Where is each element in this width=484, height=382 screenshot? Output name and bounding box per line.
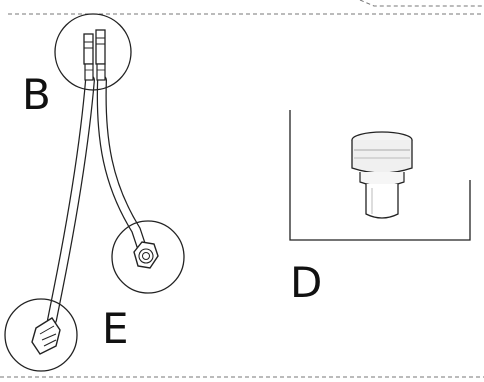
part-d-frame [289,110,471,241]
label-e: E [102,304,129,353]
callout-circle-right [111,220,185,294]
drain-plug [351,131,413,219]
hose-right [96,75,147,253]
connector-tips [83,29,106,81]
label-d: D [290,258,323,307]
hex-nut-left [31,317,61,355]
hose-left [47,75,95,325]
top-right-dashed-tab [359,0,484,7]
label-b: B [22,70,51,119]
callout-circle-b [54,13,132,91]
callout-circle-bottom-left [4,298,78,372]
hex-nut-right [133,241,159,269]
